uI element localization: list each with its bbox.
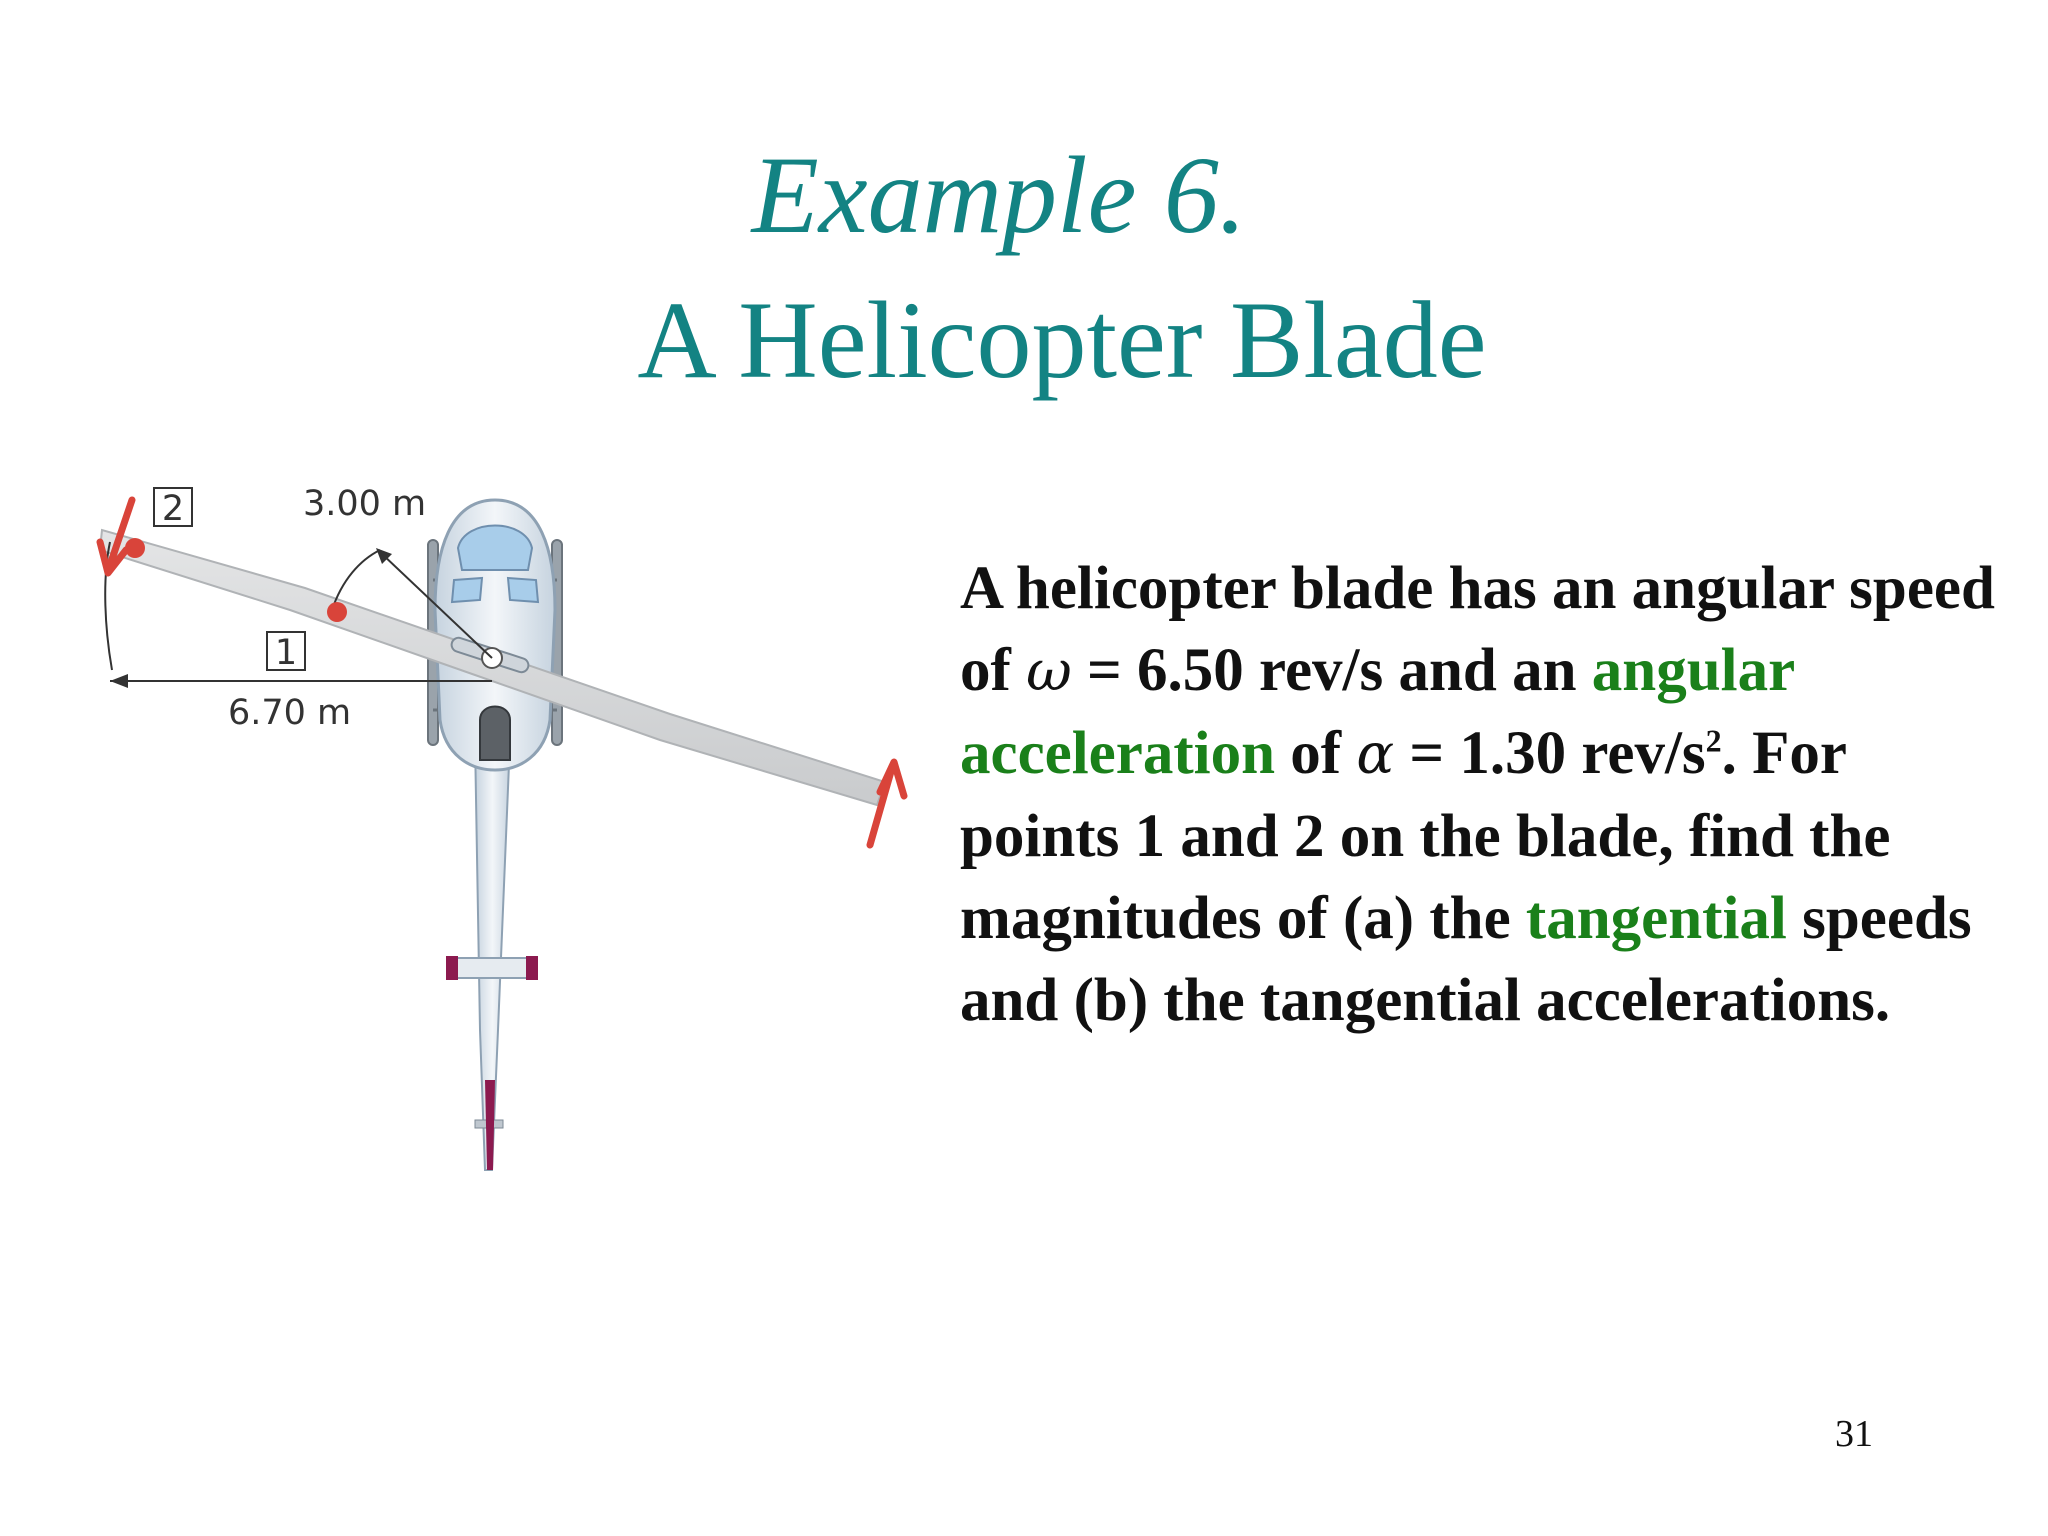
page-number: 31 [1835, 1413, 1873, 1455]
highlight-tangential: tangential [1525, 885, 1787, 952]
omega-symbol: ω [1026, 639, 1072, 704]
stabilizer-tip-right [526, 956, 538, 980]
radius-arrowhead [110, 674, 128, 688]
title-line-2: A Helicopter Blade [637, 279, 1487, 401]
body-text-5: . For points 1 and 2 on the blade, find … [960, 720, 1891, 952]
title-line-1: Example 6. [751, 134, 1247, 256]
stabilizer-tip-left [446, 956, 458, 980]
side-window-left [450, 576, 484, 604]
arrow-down-left-icon [96, 496, 136, 577]
point-2-box [153, 487, 193, 527]
alpha-symbol: α [1356, 722, 1395, 787]
point-2-dot [125, 538, 145, 558]
helicopter-figure: 2 1 3.00 m 6.70 m [80, 470, 940, 1230]
outer-radius-label: 6.70 m [228, 693, 351, 733]
body-text-6: speeds and (b) the tangential accelerati… [960, 885, 1972, 1034]
inner-radius-line [379, 551, 493, 659]
outer-arc [104, 541, 113, 671]
superscript: 2 [1705, 722, 1722, 759]
point-1-dot [327, 602, 347, 622]
inner-arc [331, 549, 381, 611]
body-text-4: = 1.30 rev/s [1394, 720, 1706, 787]
stabilizer [447, 957, 537, 979]
body-text-3: of [1275, 720, 1357, 787]
arrow-up-right-icon [866, 758, 908, 849]
cockpit-window [456, 524, 534, 571]
helicopter-diagram: 2 1 3.00 m 6.70 m [96, 484, 908, 1171]
engine-intake [479, 705, 511, 761]
problem-statement: A helicopter blade has an angular speed … [960, 548, 2010, 1042]
inner-radius-label: 3.00 m [303, 484, 426, 524]
highlight-angular-acceleration: angular acceleration [960, 637, 1795, 787]
tail-fin [485, 1080, 495, 1170]
point-1-label: 1 [275, 633, 297, 673]
body-text-2: = 6.50 rev/s and an [1071, 637, 1592, 704]
point-1-box [266, 631, 306, 671]
point-2-label: 2 [162, 489, 184, 529]
body-text-1: A helicopter blade has an angular speed … [960, 555, 1995, 704]
side-window-right [506, 576, 540, 604]
